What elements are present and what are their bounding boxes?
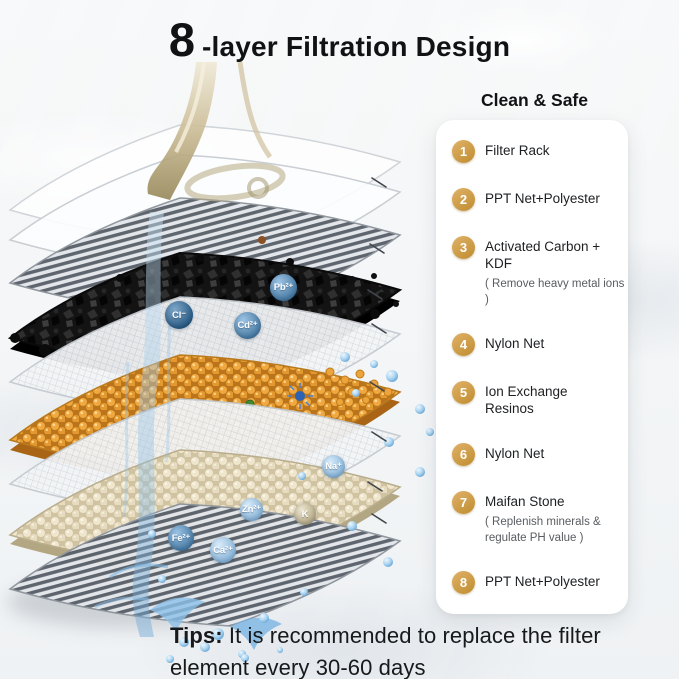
legend-number-badge: 3 — [452, 236, 475, 260]
legend-label: PPT Net+Polyester — [485, 573, 600, 589]
tips-label: Tips: — [170, 623, 223, 648]
ion-bubble-sodium: Na⁺ — [322, 455, 345, 478]
legend-label: Maifan Stone — [485, 493, 565, 509]
title-number: 8 — [168, 13, 195, 66]
legend-item-filter-rack: 1 Filter Rack — [452, 140, 620, 163]
legend-label: Ion Exchange Resinos — [485, 384, 568, 416]
legend-item-ppt-net-bottom: 8 PPT Net+Polyester — [452, 570, 620, 594]
legend-item-ion-exchange-resins: 5 Ion Exchange Resinos — [452, 381, 620, 418]
page-title: 8-layer Filtration Design — [0, 12, 679, 67]
legend-heading: Clean & Safe — [481, 90, 588, 110]
legend-item-activated-carbon: 3 Activated Carbon + KDF ( Remove heavy … — [452, 236, 624, 308]
ion-bubble-chloride: Cl⁻ — [165, 301, 193, 329]
ion-bubble-zinc: Zn²⁺ — [240, 498, 263, 521]
legend-sublabel: ( Replenish minerals & regulate PH value… — [485, 515, 601, 544]
legend-number-badge: 5 — [452, 381, 475, 405]
title-text: -layer Filtration Design — [201, 31, 511, 62]
water-droplets — [148, 352, 434, 663]
blue-starburst — [287, 383, 313, 409]
ion-bubble-potassium: K — [294, 503, 316, 525]
water-streaks — [122, 321, 172, 518]
water-pour — [147, 62, 286, 202]
legend-item-nylon-net-lower: 6 Nylon Net — [452, 442, 620, 466]
legend-item-ppt-net-top: 2 PPT Net+Polyester — [452, 188, 620, 212]
ion-bubble-iron: Fe²⁺ — [168, 525, 194, 551]
legend-label: Nylon Net — [485, 445, 545, 461]
resin-stray-beads — [325, 367, 393, 406]
tips-body: It is recommended to replace the filter … — [170, 623, 601, 679]
legend-number-badge: 4 — [452, 333, 475, 357]
legend-number-badge: 2 — [452, 188, 475, 212]
carbon-stray-chunks — [348, 273, 399, 307]
tips-text: Tips: It is recommended to replace the f… — [170, 620, 640, 679]
legend-label: Activated Carbon + KDF — [485, 239, 601, 271]
legend-number-badge: 1 — [452, 140, 475, 163]
legend-label: Nylon Net — [485, 336, 545, 352]
bottom-splash — [94, 563, 282, 650]
legend-label: PPT Net+Polyester — [485, 191, 600, 207]
leader-ticks — [367, 177, 387, 524]
legend-number-badge: 6 — [452, 442, 475, 466]
legend-item-nylon-net-upper: 4 Nylon Net — [452, 333, 620, 357]
legend-sublabel: ( Remove heavy metal ions ) — [485, 277, 625, 306]
ion-bubble-lead: Pb²⁺ — [270, 274, 297, 301]
legend-label: Filter Rack — [485, 143, 550, 158]
ion-bubble-calcium: Ca²⁺ — [210, 537, 236, 563]
legend-card: 1 Filter Rack 2 PPT Net+Polyester 3 Acti… — [436, 120, 628, 614]
water-stream — [132, 212, 164, 637]
legend-number-badge: 7 — [452, 490, 475, 514]
legend-number-badge: 8 — [452, 570, 475, 594]
ion-bubble-cadmium: Cd²⁺ — [234, 312, 261, 339]
legend-item-maifan-stone: 7 Maifan Stone ( Replenish minerals & re… — [452, 490, 620, 546]
filter-stack-illustration — [7, 62, 434, 663]
